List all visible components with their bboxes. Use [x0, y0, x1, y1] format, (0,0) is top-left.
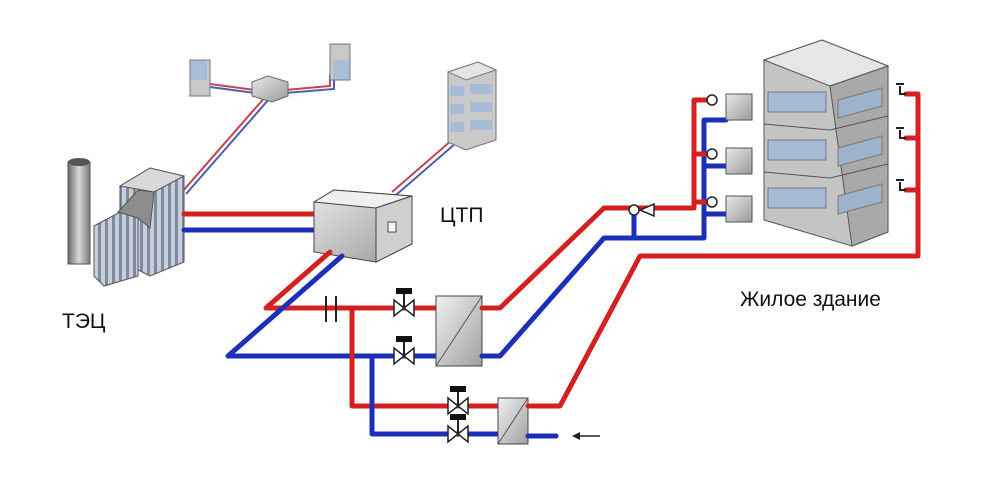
heating-heat-exchanger-icon [435, 295, 483, 367]
flange-icon [325, 296, 337, 322]
central-heating-substation-icon [312, 189, 413, 263]
mid-building-icon [446, 61, 498, 151]
control-valve-icon [393, 336, 415, 366]
substation-label: ЦТП [440, 204, 484, 227]
small-building-left-icon [189, 59, 211, 97]
residential-building-icon [762, 39, 890, 247]
building-label: Жилое здание [740, 288, 881, 311]
circulation-pump-icon [706, 94, 718, 208]
radiator-icon [725, 93, 753, 223]
mixing-valve-icon [628, 202, 655, 218]
control-valve-icon [393, 288, 415, 318]
small-substation-icon [251, 75, 289, 103]
power-plant-icon [67, 158, 186, 287]
water-tap-icon [896, 83, 906, 191]
plant-label: ТЭЦ [62, 310, 106, 333]
small-building-right-icon [329, 43, 351, 81]
hot-water-heat-exchanger-icon [497, 397, 529, 445]
control-valve-icon [447, 414, 469, 444]
cold-water-inlet-arrow-icon [572, 432, 600, 440]
control-valve-icon [447, 386, 469, 416]
distant-network [181, 43, 498, 196]
